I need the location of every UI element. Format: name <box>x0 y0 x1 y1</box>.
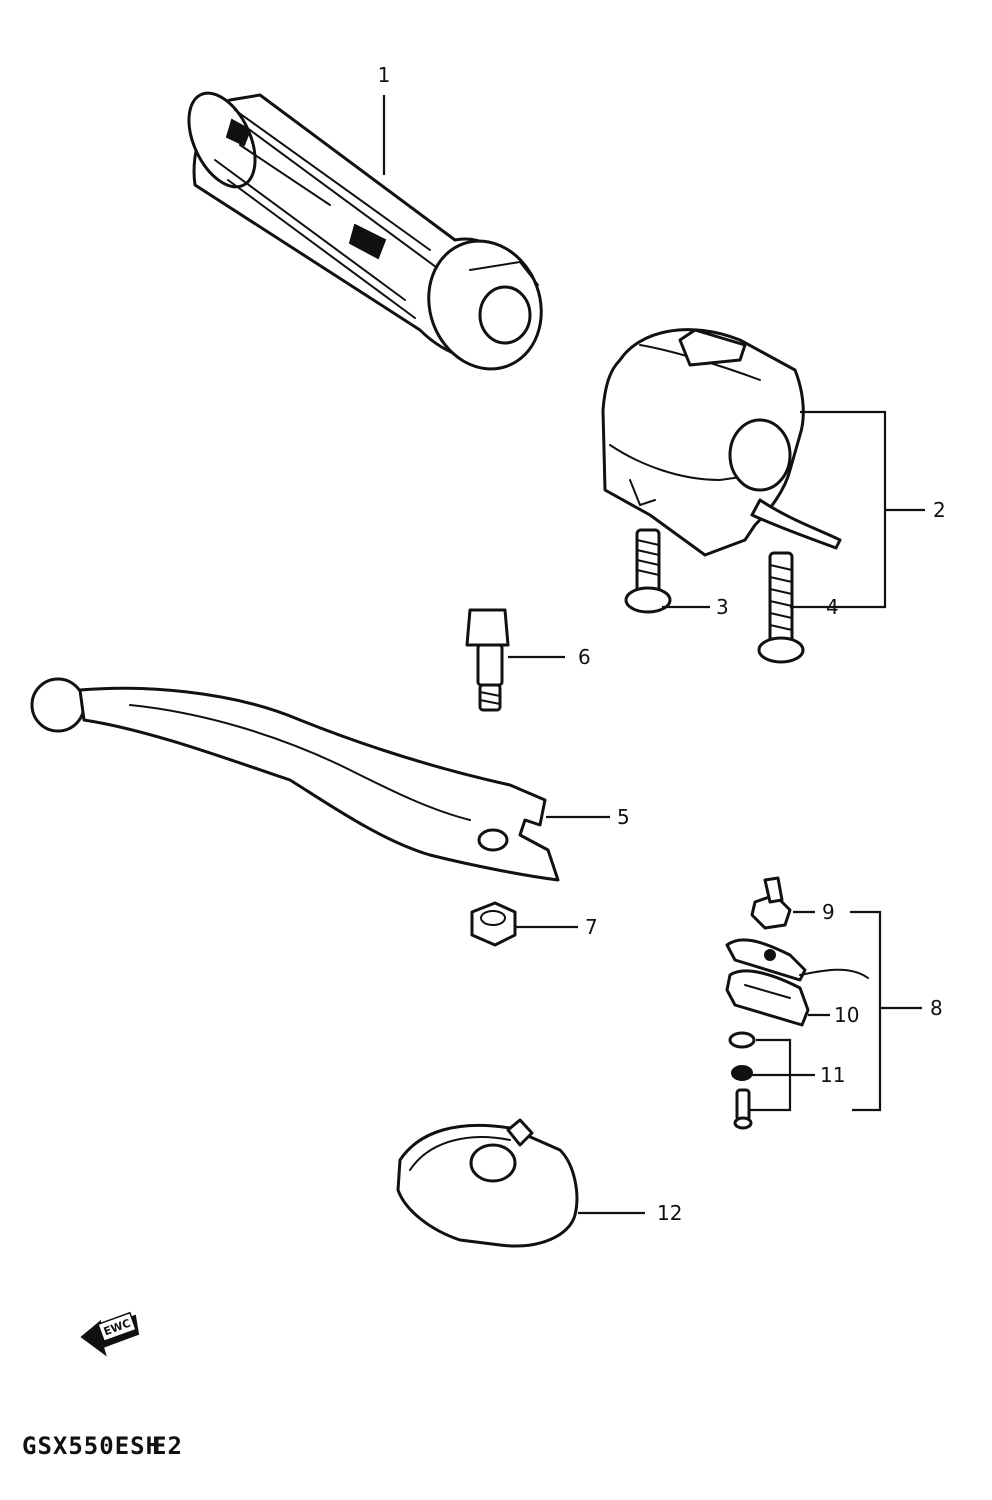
model-code: GSX550ESH <box>22 1432 161 1460</box>
cover-drawing <box>396 1118 579 1248</box>
washer-screw-drawing <box>728 1031 756 1130</box>
screw-long-drawing <box>757 551 805 664</box>
callout-5: 5 <box>617 805 630 829</box>
direction-badge: EWC <box>80 1311 140 1357</box>
callout-3: 3 <box>716 595 729 619</box>
callout-12: 12 <box>657 1201 682 1225</box>
leader-lines <box>382 95 925 1215</box>
callout-8: 8 <box>930 996 943 1020</box>
pivot-bolt-drawing <box>465 608 510 712</box>
screw-short-drawing <box>624 528 672 614</box>
callout-7: 7 <box>585 915 598 939</box>
grip-drawing <box>187 91 543 371</box>
callout-9: 9 <box>822 900 835 924</box>
callout-2: 2 <box>933 498 946 522</box>
nut-drawing <box>470 901 517 947</box>
terminal-drawing <box>750 876 792 930</box>
callout-11: 11 <box>820 1063 845 1087</box>
callout-4: 4 <box>826 595 839 619</box>
callout-10: 10 <box>834 1003 859 1027</box>
callout-6: 6 <box>578 645 591 669</box>
switch-body-drawing <box>725 969 810 1027</box>
callout-labels: 1 2 3 4 5 6 7 8 9 10 11 12 <box>378 63 946 1225</box>
switch-plate-drawing <box>725 938 869 982</box>
callout-1: 1 <box>378 63 391 87</box>
switch-housing-drawing <box>601 328 842 557</box>
lever-drawing <box>30 677 560 882</box>
region-code: E2 <box>152 1432 183 1460</box>
